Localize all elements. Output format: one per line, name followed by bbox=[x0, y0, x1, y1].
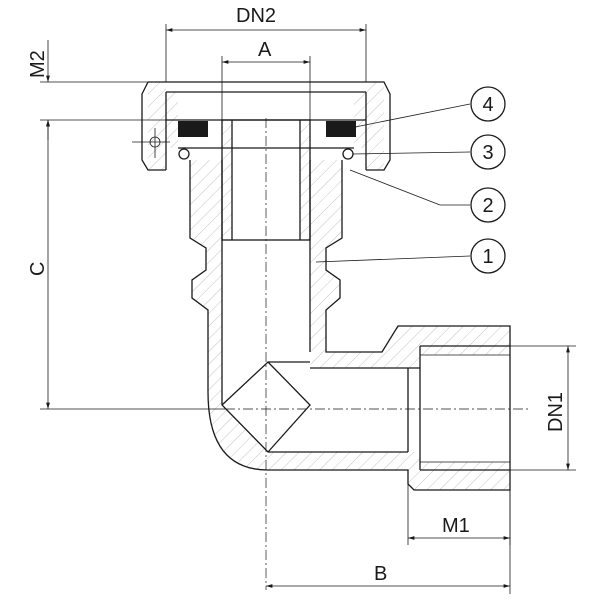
callout-2: 2 bbox=[349, 169, 506, 223]
dimension-dn1: DN1 bbox=[510, 345, 576, 471]
dimension-b: B bbox=[266, 490, 511, 594]
label-m1: M1 bbox=[442, 515, 470, 537]
center-lines bbox=[225, 118, 530, 590]
seal-right bbox=[326, 121, 356, 137]
callout-3: 3 bbox=[352, 134, 506, 170]
callout-1: 1 bbox=[315, 238, 506, 274]
seal-left bbox=[178, 121, 208, 137]
dimension-m2: M2 bbox=[27, 40, 166, 140]
label-dn2: DN2 bbox=[236, 5, 276, 27]
oring-right bbox=[342, 148, 354, 160]
fitting-section bbox=[148, 82, 510, 490]
callout-4: 4 bbox=[349, 86, 506, 129]
dimension-c: C bbox=[27, 120, 225, 410]
callout-3-label: 3 bbox=[482, 142, 493, 164]
label-dn1: DN1 bbox=[545, 392, 567, 432]
oring-left bbox=[178, 148, 190, 160]
callout-2-label: 2 bbox=[482, 195, 493, 217]
label-c: C bbox=[27, 262, 49, 276]
label-a: A bbox=[258, 39, 272, 61]
callout-1-label: 1 bbox=[482, 246, 493, 268]
label-m2: M2 bbox=[27, 50, 49, 78]
dimension-dn2: DN2 bbox=[165, 5, 367, 82]
callout-4-label: 4 bbox=[482, 94, 493, 116]
dimension-m1: M1 bbox=[407, 484, 511, 545]
label-b: B bbox=[374, 563, 387, 585]
dimension-a: A bbox=[221, 39, 311, 120]
